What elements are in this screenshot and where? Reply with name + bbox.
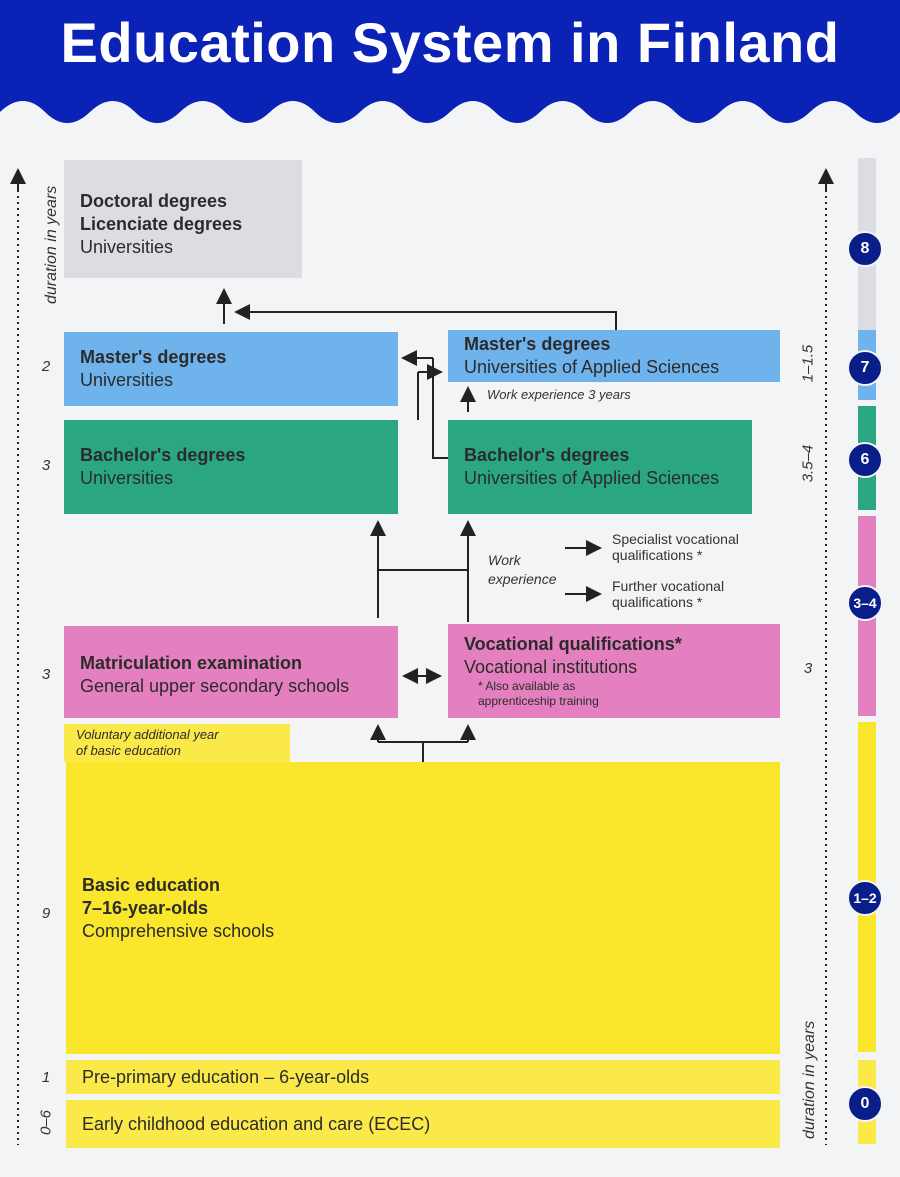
duration-vocational: 3 bbox=[803, 660, 813, 677]
level-badge-7: 7 bbox=[847, 350, 883, 386]
doctoral-institution: Universities bbox=[80, 237, 174, 257]
box-voluntary-year: Voluntary additional year of basic educa… bbox=[64, 724, 290, 762]
vocational-note: * Also available as apprenticeship train… bbox=[464, 679, 764, 709]
vocational-institution: Vocational institutions bbox=[464, 657, 638, 677]
box-ecec: Early childhood education and care (ECEC… bbox=[66, 1100, 780, 1148]
vocational-note-line1: * Also available as bbox=[478, 679, 576, 693]
licenciate-title: Licenciate degrees bbox=[80, 214, 243, 234]
further-line1: Further vocational bbox=[612, 578, 725, 594]
box-matriculation: Matriculation examination General upper … bbox=[64, 626, 398, 718]
box-masters-uas: Master's degrees Universities of Applied… bbox=[448, 330, 780, 382]
vocational-note-line2: apprenticeship training bbox=[478, 694, 599, 708]
duration-bachelors: 3 bbox=[41, 457, 51, 474]
work-experience-line2: experience bbox=[488, 571, 557, 587]
specialist-line1: Specialist vocational bbox=[612, 531, 739, 547]
header-banner: Education System in Finland bbox=[0, 0, 900, 140]
page-title: Education System in Finland bbox=[60, 11, 840, 74]
box-masters-universities: Master's degrees Universities bbox=[64, 332, 398, 406]
duration-basic: 9 bbox=[41, 905, 51, 922]
further-vocational-label: Further vocational qualifications * bbox=[612, 578, 724, 610]
duration-masters-uas: 1–1.5 bbox=[799, 344, 817, 383]
basic-institution: Comprehensive schools bbox=[82, 920, 275, 941]
basic-ages: 7–16-year-olds bbox=[82, 897, 209, 918]
masters-uni-title: Master's degrees bbox=[80, 347, 227, 367]
level-badge-8: 8 bbox=[847, 231, 883, 267]
axis-label-left: duration in years bbox=[43, 185, 60, 304]
level-badge-6: 6 bbox=[847, 442, 883, 478]
bachelors-uni-institution: Universities bbox=[80, 468, 174, 488]
axis-label-right: duration in years bbox=[801, 1020, 818, 1139]
level-badge-1-2: 1–2 bbox=[847, 880, 883, 916]
work-experience-line1: Work bbox=[488, 552, 521, 568]
voluntary-line2: of basic education bbox=[76, 743, 181, 758]
duration-masters: 2 bbox=[41, 358, 51, 375]
matriculation-title: Matriculation examination bbox=[80, 653, 303, 673]
voluntary-line1: Voluntary additional year bbox=[76, 727, 219, 742]
duration-bachelors-uas: 3.5–4 bbox=[799, 444, 817, 483]
ecec-label: Early childhood education and care (ECEC… bbox=[82, 1113, 431, 1134]
specialist-line2: qualifications * bbox=[612, 547, 703, 563]
bachelors-uas-title: Bachelor's degrees bbox=[464, 445, 630, 465]
bachelors-uni-title: Bachelor's degrees bbox=[80, 445, 246, 465]
duration-preprimary: 1 bbox=[41, 1069, 51, 1086]
work-experience-label: Work experience bbox=[488, 551, 557, 589]
box-bachelors-universities: Bachelor's degrees Universities bbox=[64, 420, 398, 514]
duration-upper-secondary: 3 bbox=[41, 666, 51, 683]
box-vocational: Vocational qualifications* Vocational in… bbox=[448, 624, 780, 718]
work-experience-3-years: Work experience 3 years bbox=[487, 387, 631, 402]
box-bachelors-uas: Bachelor's degrees Universities of Appli… bbox=[448, 420, 752, 514]
preprimary-label: Pre-primary education – 6-year-olds bbox=[82, 1066, 370, 1087]
box-basic-education: Basic education 7–16-year-olds Comprehen… bbox=[66, 762, 780, 1054]
bachelors-uas-institution: Universities of Applied Sciences bbox=[464, 468, 720, 488]
masters-uas-institution: Universities of Applied Sciences bbox=[464, 357, 720, 377]
doctoral-title: Doctoral degrees bbox=[80, 191, 228, 211]
specialist-vocational-label: Specialist vocational qualifications * bbox=[612, 531, 739, 563]
vocational-title: Vocational qualifications* bbox=[464, 634, 682, 654]
matriculation-institution: General upper secondary schools bbox=[80, 676, 350, 696]
duration-ecec: 0–6 bbox=[37, 1109, 55, 1136]
masters-uni-institution: Universities bbox=[80, 370, 174, 390]
basic-title: Basic education bbox=[82, 874, 221, 895]
level-badge-3-4: 3–4 bbox=[847, 585, 883, 621]
masters-uas-title: Master's degrees bbox=[464, 334, 611, 354]
box-doctoral: Doctoral degrees Licenciate degrees Univ… bbox=[64, 160, 302, 278]
box-preprimary: Pre-primary education – 6-year-olds bbox=[66, 1060, 780, 1094]
level-badge-0: 0 bbox=[847, 1086, 883, 1122]
wave-banner bbox=[0, 0, 900, 123]
further-line2: qualifications * bbox=[612, 594, 703, 610]
